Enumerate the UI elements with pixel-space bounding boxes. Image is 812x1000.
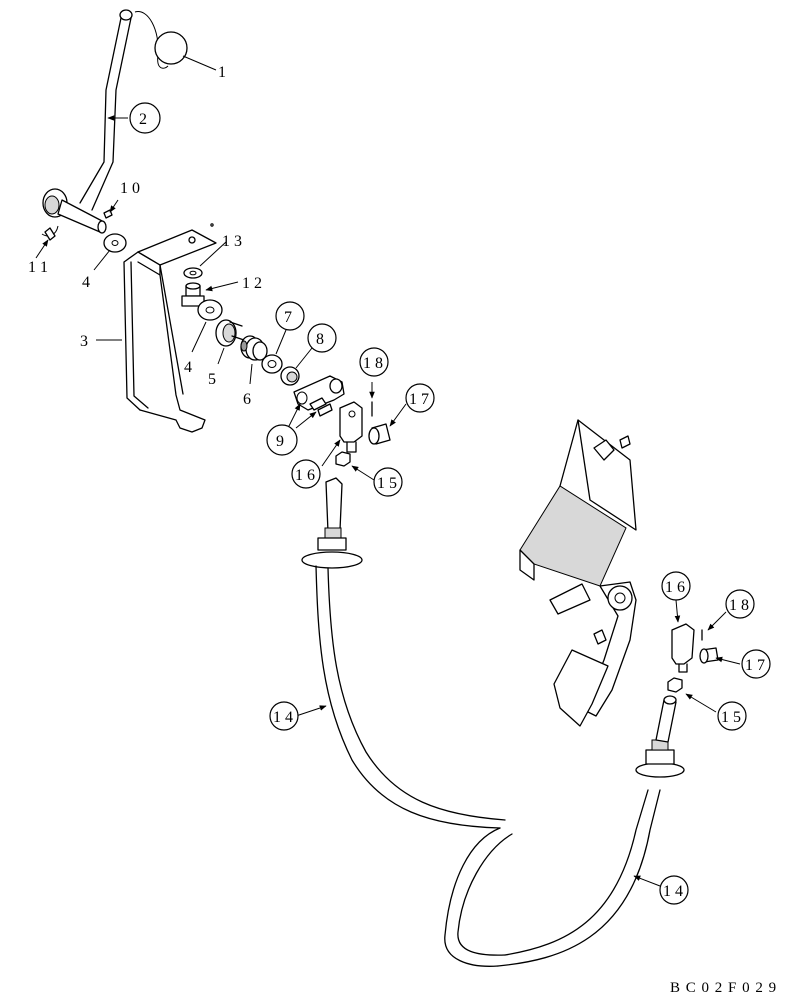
callout-4-lower: 4 bbox=[184, 359, 192, 376]
callout-14-right-label: 1 4 bbox=[663, 883, 683, 900]
clevis-16-upper bbox=[339, 401, 363, 453]
foot-pedal bbox=[553, 649, 609, 727]
drawing-number: B C 0 2 F 0 2 9 bbox=[670, 980, 777, 996]
callout-15-lower-label: 1 5 bbox=[721, 709, 741, 726]
clevis-arm bbox=[293, 375, 345, 417]
callout-16-upper-label: 1 6 bbox=[295, 467, 315, 484]
callout-4-lower-label: 4 bbox=[184, 359, 192, 376]
hub-5 bbox=[215, 319, 245, 347]
callout-13: 1 3 bbox=[222, 233, 242, 250]
callout-8: 8 bbox=[307, 323, 337, 353]
callout-14-right: 1 4 bbox=[659, 875, 689, 905]
callout-11-label: 1 1 bbox=[28, 259, 48, 276]
pin-17-upper bbox=[368, 423, 391, 445]
callout-18-upper: 1 8 bbox=[359, 347, 389, 377]
callout-9-label: 9 bbox=[276, 433, 284, 450]
callout-9: 9 bbox=[266, 424, 298, 456]
bolt-12 bbox=[181, 282, 205, 307]
callout-2-label: 2 bbox=[139, 111, 147, 128]
pedal-bracket bbox=[519, 419, 637, 615]
callout-11: 1 1 bbox=[28, 259, 48, 276]
callout-17-upper-label: 1 7 bbox=[409, 391, 429, 408]
clevis-16-lower bbox=[671, 623, 695, 673]
callout-15-lower: 1 5 bbox=[717, 701, 747, 731]
callout-8-label: 8 bbox=[316, 331, 324, 348]
pin-11 bbox=[44, 227, 56, 241]
callout-16-lower-label: 1 6 bbox=[665, 579, 685, 596]
knob bbox=[154, 31, 188, 65]
callout-14-left-label: 1 4 bbox=[273, 709, 293, 726]
callout-16-upper: 1 6 bbox=[291, 459, 321, 489]
washer-13 bbox=[183, 267, 203, 279]
callout-10: 1 0 bbox=[120, 180, 140, 197]
callout-18-lower-label: 1 8 bbox=[729, 597, 749, 614]
callout-17-upper: 1 7 bbox=[405, 383, 435, 413]
callout-18-upper-label: 1 8 bbox=[363, 355, 383, 372]
nut-15-lower bbox=[667, 677, 683, 693]
leader-lines bbox=[35, 55, 741, 887]
callout-4-upper-label: 4 bbox=[82, 274, 90, 291]
callout-16-lower: 1 6 bbox=[661, 571, 691, 601]
callout-14-left: 1 4 bbox=[269, 701, 299, 731]
spring-6 bbox=[240, 335, 268, 361]
cable-14-main bbox=[301, 477, 685, 967]
callout-15-upper-label: 1 5 bbox=[377, 475, 397, 492]
washer-7 bbox=[261, 354, 283, 374]
callout-3-label: 3 bbox=[80, 333, 88, 350]
callout-12-label: 1 2 bbox=[242, 275, 262, 292]
washer-4-upper bbox=[103, 233, 127, 253]
callout-6-label: 6 bbox=[243, 391, 251, 408]
hand-lever bbox=[41, 9, 169, 237]
callout-18-lower: 1 8 bbox=[725, 589, 755, 619]
callout-1: 1 bbox=[218, 64, 226, 81]
washer-4-lower bbox=[197, 299, 223, 321]
callout-7-label: 7 bbox=[284, 309, 292, 326]
callout-2: 2 bbox=[129, 102, 161, 134]
callout-3: 3 bbox=[80, 333, 88, 350]
callout-17-lower: 1 7 bbox=[741, 649, 771, 679]
callout-6: 6 bbox=[243, 391, 251, 408]
callout-4-upper: 4 bbox=[82, 274, 90, 291]
callout-5-label: 5 bbox=[208, 371, 216, 388]
callout-10-label: 1 0 bbox=[120, 180, 140, 197]
callout-1-label: 1 bbox=[218, 64, 226, 81]
callout-5: 5 bbox=[208, 371, 216, 388]
callout-12: 1 2 bbox=[242, 275, 262, 292]
nut-15-upper bbox=[335, 451, 351, 467]
callout-15-upper: 1 5 bbox=[373, 467, 403, 497]
bracket bbox=[123, 223, 217, 433]
callout-13-label: 1 3 bbox=[222, 233, 242, 250]
callout-17-lower-label: 1 7 bbox=[745, 657, 765, 674]
spring-washer-8 bbox=[280, 366, 300, 386]
callout-7: 7 bbox=[275, 301, 305, 331]
pin-17-lower bbox=[699, 647, 719, 664]
